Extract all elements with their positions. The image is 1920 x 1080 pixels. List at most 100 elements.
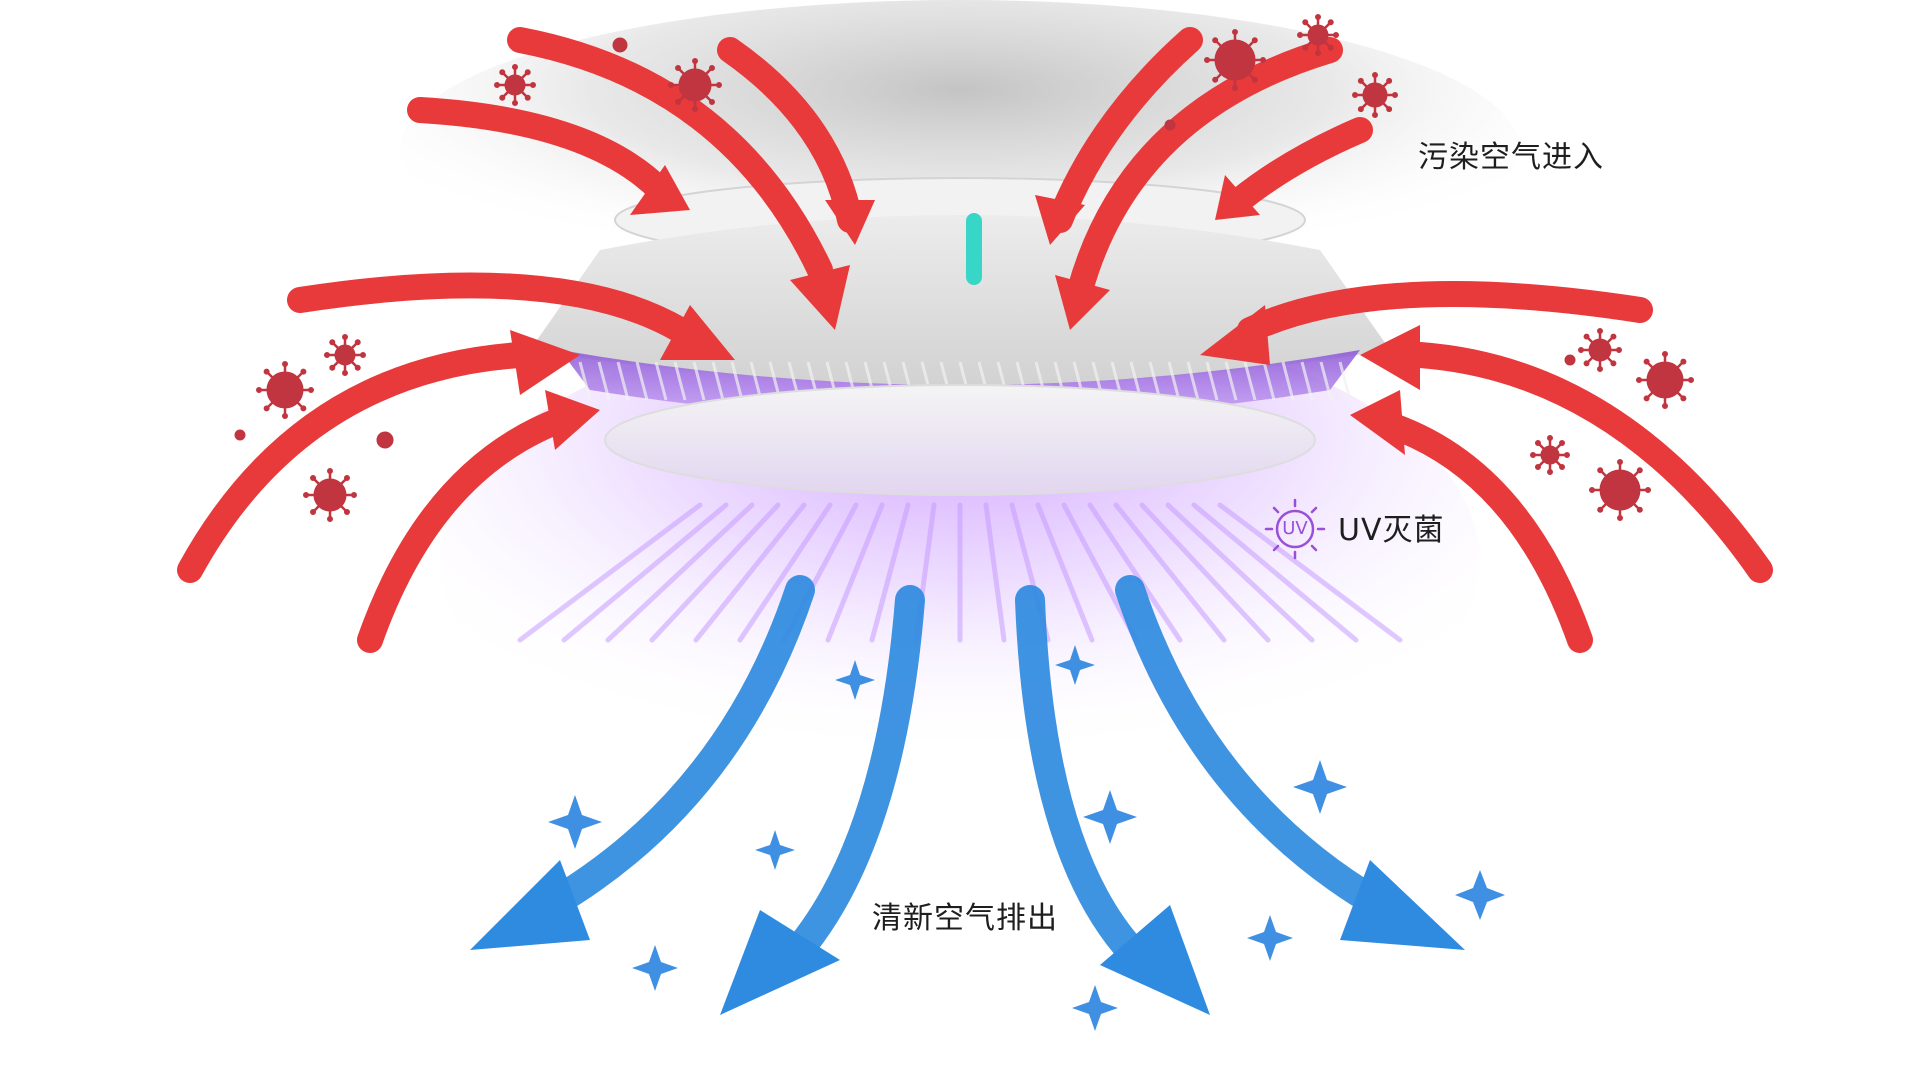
outflow-arrowhead (720, 910, 840, 1015)
polluted-air-in-label: 污染空气进入 (1418, 140, 1604, 175)
virus-icon (1578, 328, 1622, 372)
outflow-arrows (535, 575, 1395, 975)
uv-rays (517, 502, 1403, 643)
vent-fin (711, 361, 725, 401)
uv-ray (1139, 502, 1271, 643)
sparkle-icon (1072, 985, 1118, 1031)
virus-icon (234, 429, 246, 441)
uv-ray (869, 502, 911, 643)
uv-ray (649, 502, 781, 643)
vent-fin (654, 361, 668, 401)
vent-fin (1205, 361, 1219, 401)
sparkle-icon (1455, 870, 1505, 920)
virus-icon (668, 58, 722, 112)
virus-icon (612, 37, 628, 53)
vent-fin (1300, 361, 1314, 401)
intake-arrow (1377, 412, 1593, 653)
outflow-arrow (1015, 585, 1155, 975)
uv-sterilize-label: UV灭菌 (1338, 513, 1445, 548)
intake-arrow (287, 272, 693, 343)
intake-arrowheads (510, 165, 1420, 455)
virus-icon (1636, 351, 1694, 409)
virus-icon (376, 431, 394, 449)
intake-arrowhead (510, 330, 580, 395)
intake-arrow (177, 342, 533, 583)
intake-arrowhead (630, 165, 690, 215)
sparkle-icon (632, 945, 678, 991)
vent-fin (1281, 361, 1295, 401)
sparkle-icon (548, 795, 602, 849)
uv-ray (1087, 502, 1183, 643)
intake-arrowhead (790, 265, 850, 330)
virus-icon (324, 334, 366, 376)
outflow-arrowhead (470, 860, 590, 950)
virus-icon (1589, 459, 1651, 521)
uv-ray (737, 502, 833, 643)
status-indicator (966, 213, 982, 285)
intake-arrowhead (825, 200, 875, 245)
virus-icon (1164, 119, 1176, 131)
vent-fin (730, 361, 744, 401)
vent-fin (673, 361, 687, 401)
intake-arrowhead (1360, 325, 1420, 390)
outflow-arrow (535, 575, 815, 920)
intake-arrowhead (1350, 390, 1405, 455)
intake-arrow (1407, 342, 1773, 583)
vent-fin (1224, 361, 1238, 401)
virus-icon (256, 361, 314, 419)
sparkle-icon (1247, 915, 1293, 961)
intake-arrow (357, 407, 573, 653)
outflow-arrowhead (1340, 860, 1465, 950)
virus-icon (1297, 14, 1339, 56)
uv-ray (983, 502, 1007, 643)
outflow-arrowhead (1100, 905, 1210, 1015)
intake-arrow (1237, 281, 1653, 343)
vent-fin (1167, 361, 1181, 401)
intake-arrowhead (1215, 175, 1260, 220)
uv-ray (561, 502, 729, 643)
sparkle-icon (1055, 645, 1095, 685)
intake-arrowhead (660, 305, 735, 360)
intake-arrow (507, 27, 833, 283)
uv-badge-label: UV (1282, 518, 1308, 539)
device-lens (604, 384, 1316, 496)
intake-arrows (177, 27, 1773, 653)
vent-fin (1262, 361, 1276, 401)
intake-arrow (407, 97, 673, 203)
uv-badge: UV (1262, 496, 1328, 562)
clean-air-out-label: 清新空气排出 (872, 901, 1058, 936)
uv-ray (1113, 502, 1227, 643)
uv-ray (1217, 502, 1403, 643)
sparkle-icon (755, 830, 795, 870)
virus-particles (234, 14, 1694, 522)
vent-fin (635, 361, 649, 401)
intake-arrowhead (1055, 275, 1110, 330)
vent-fin (1338, 361, 1352, 401)
vent-fin (597, 361, 611, 401)
virus-icon (494, 64, 536, 106)
uv-ray (605, 502, 755, 643)
intake-arrow (1067, 37, 1343, 303)
virus-icon (1352, 72, 1398, 118)
device-body (530, 215, 1390, 385)
sparkles (548, 645, 1505, 1031)
vent-fin (692, 361, 706, 401)
vent-fin (1186, 361, 1200, 401)
outflow-arrow (775, 585, 925, 975)
virus-icon (1564, 354, 1576, 366)
intake-arrowhead (1035, 195, 1085, 245)
sparkle-icon (1083, 790, 1137, 844)
sparkle-icon (1293, 760, 1347, 814)
virus-icon (303, 468, 357, 522)
intake-arrowhead (1200, 305, 1270, 365)
virus-icon (1204, 29, 1266, 91)
uv-ray (1191, 502, 1359, 643)
uv-ray (1165, 502, 1315, 643)
outflow-arrow (1115, 575, 1395, 920)
vent-fin (1243, 361, 1257, 401)
sparkle-icon (835, 660, 875, 700)
uv-ray (1035, 502, 1095, 643)
uv-sun-icon (1264, 498, 1326, 560)
intake-arrow (1047, 27, 1203, 233)
